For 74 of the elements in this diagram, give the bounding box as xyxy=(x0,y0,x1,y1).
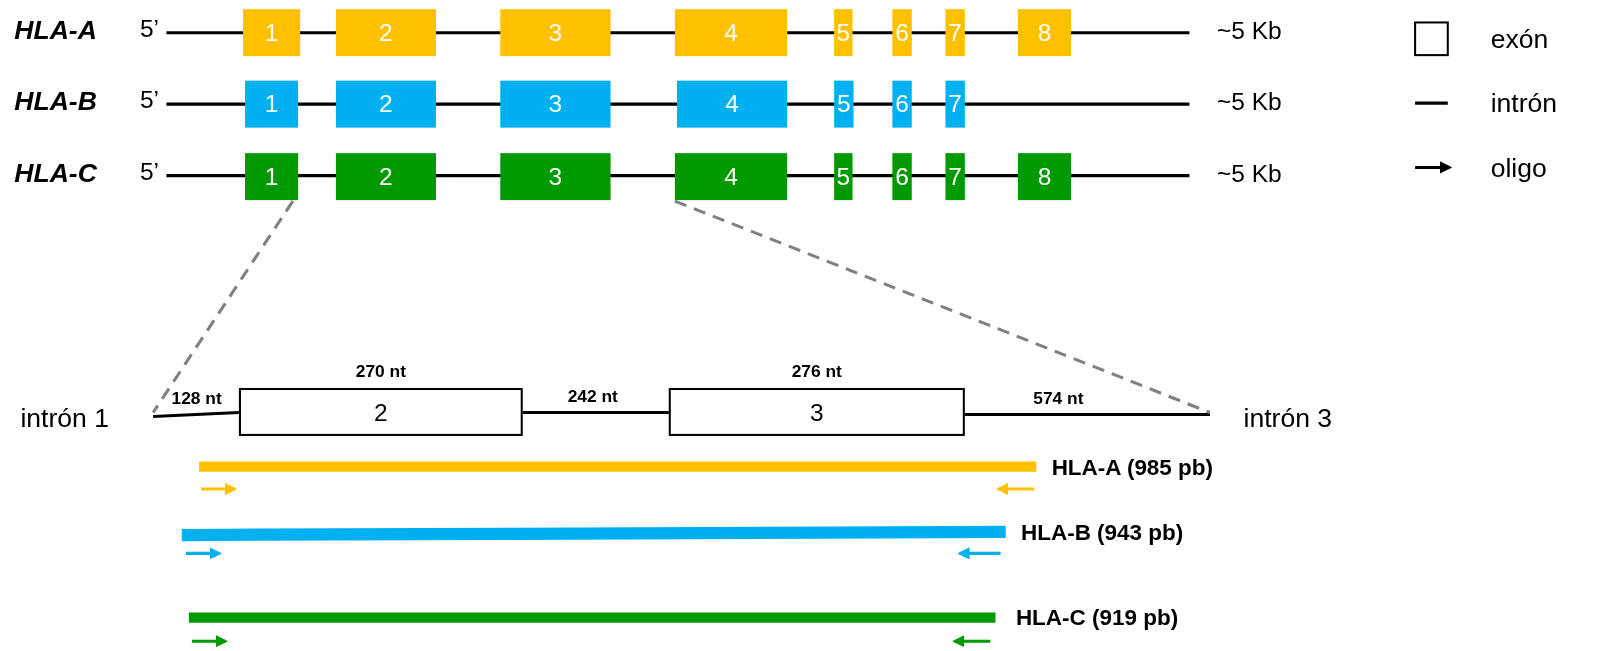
exon-number: 8 xyxy=(1037,19,1052,46)
exon-box xyxy=(945,153,965,201)
amplicon-label: HLA-A (985 pb) xyxy=(1051,455,1214,481)
exon-box xyxy=(335,153,436,201)
exon-number: 2 xyxy=(379,163,393,190)
exon-number: 2 xyxy=(374,398,388,426)
exon-box xyxy=(892,153,912,201)
amplicon-label: HLA-C (919 pb) xyxy=(1015,605,1179,631)
size-label: ~5 Kb xyxy=(1217,88,1282,116)
legend-label: oligo xyxy=(1490,153,1547,183)
exon-box xyxy=(668,388,965,436)
exon-box xyxy=(676,80,788,128)
exon-box xyxy=(834,153,853,201)
exon-number: 1 xyxy=(264,90,279,118)
exon-box xyxy=(245,80,299,128)
exon-box xyxy=(500,9,611,57)
gene-name: HLA-C xyxy=(14,158,97,188)
exon-number: 6 xyxy=(895,163,909,190)
intron-label: intrón 3 xyxy=(1243,403,1333,433)
length-label: 276 nt xyxy=(791,362,842,382)
exon-number: 2 xyxy=(379,90,393,118)
exon-box xyxy=(500,153,611,201)
amplicon-label: HLA-B (943 pb) xyxy=(1021,520,1184,546)
exon-box xyxy=(335,80,436,128)
exon-box xyxy=(1017,153,1072,201)
exon-box xyxy=(674,9,788,57)
length-label: 242 nt xyxy=(567,388,618,408)
exon-number: 7 xyxy=(948,163,962,190)
gene-name: HLA-A xyxy=(14,15,97,45)
size-label: ~5 Kb xyxy=(1217,17,1282,45)
length-label: 270 nt xyxy=(355,362,406,382)
end-label: 5’ xyxy=(139,158,159,186)
exon-number: 3 xyxy=(548,19,563,46)
length-label: 128 nt xyxy=(171,390,222,410)
exon-box xyxy=(243,9,301,57)
intron-label: intrón 1 xyxy=(20,403,109,433)
exon-number: 2 xyxy=(379,19,393,46)
exon-number: 5 xyxy=(837,90,851,118)
exon-number: 7 xyxy=(948,90,962,118)
gene-name: HLA-B xyxy=(14,86,97,116)
legend-label: intrón xyxy=(1490,88,1558,118)
exon-box xyxy=(945,80,965,128)
exon-number: 4 xyxy=(724,163,738,190)
exon-box xyxy=(674,153,788,201)
exon-box xyxy=(892,80,912,128)
end-label: 5’ xyxy=(139,86,159,114)
exon-number: 4 xyxy=(724,19,738,46)
exon-number: 6 xyxy=(895,19,909,46)
exon-number: 3 xyxy=(548,163,563,190)
exon-number: 4 xyxy=(725,90,739,118)
exon-box xyxy=(834,9,853,57)
size-label: ~5 Kb xyxy=(1217,160,1282,188)
exon-number: 6 xyxy=(895,90,909,118)
exon-number: 3 xyxy=(809,398,824,426)
exon-box xyxy=(335,9,436,57)
exon-box xyxy=(500,80,611,128)
zoom-line xyxy=(151,200,295,414)
end-label: 5’ xyxy=(139,15,159,43)
exon-box xyxy=(834,80,854,128)
exon-box xyxy=(1017,9,1072,57)
length-label: 574 nt xyxy=(1033,390,1084,410)
exon-number: 5 xyxy=(836,19,851,46)
exon-box xyxy=(238,388,523,436)
exon-number: 7 xyxy=(948,19,962,46)
exon-number: 1 xyxy=(264,163,279,190)
exon-number: 8 xyxy=(1037,163,1052,190)
zoom-line xyxy=(674,199,1211,414)
exon-number: 3 xyxy=(548,90,563,118)
exon-number: 1 xyxy=(264,19,279,46)
exon-box xyxy=(892,9,912,57)
exon-box xyxy=(945,9,965,57)
exon-number: 5 xyxy=(836,163,851,190)
exon-box xyxy=(245,153,299,201)
legend-label: exón xyxy=(1490,24,1549,54)
